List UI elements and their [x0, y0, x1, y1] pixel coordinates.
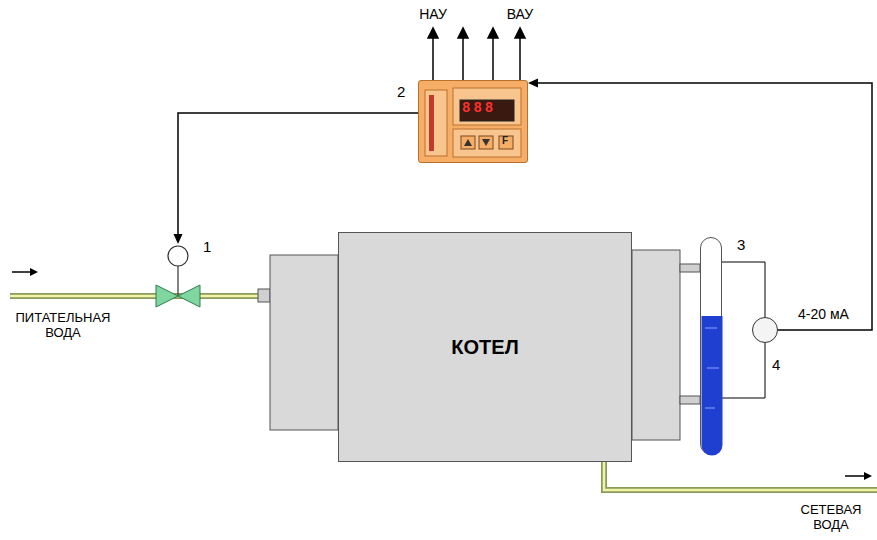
connector — [722, 343, 765, 398]
controller: 2 — [418, 80, 528, 163]
network-pipe — [604, 462, 877, 490]
control-valve: 1 — [156, 244, 200, 308]
arrowhead — [174, 234, 183, 244]
signal-name: ВАУ — [502, 6, 538, 22]
connector — [174, 113, 419, 244]
valve-art — [156, 244, 200, 308]
display-digits: 888 — [462, 100, 496, 116]
boiler-label: КОТЕЛ — [451, 336, 518, 359]
controller-art — [419, 81, 529, 164]
level-gauge: 3 — [700, 237, 722, 455]
callout-number: 3 — [737, 236, 745, 253]
callout-number: 4 — [772, 356, 780, 373]
button-label: F — [502, 135, 508, 146]
pipe-label: ПИТАТЕЛЬНАЯ ВОДА — [4, 310, 122, 340]
pipe-label: СЕТЕВАЯ ВОДА — [790, 502, 872, 532]
signal-name: НАУ — [415, 6, 451, 22]
output-arrows — [428, 28, 525, 80]
connector-line — [722, 343, 765, 398]
callout-number: 2 — [397, 83, 405, 100]
gauge-art — [701, 238, 723, 456]
callout-number: 1 — [203, 238, 211, 255]
boiler: КОТЕЛ — [338, 232, 632, 462]
connector-line — [722, 262, 765, 317]
connector — [722, 262, 765, 317]
signal-label: 4-20 мА — [796, 306, 851, 322]
connector-line — [178, 113, 418, 236]
arrowhead — [528, 79, 538, 88]
feed-pipe — [10, 268, 262, 296]
level-sensor: 4 — [752, 317, 778, 343]
